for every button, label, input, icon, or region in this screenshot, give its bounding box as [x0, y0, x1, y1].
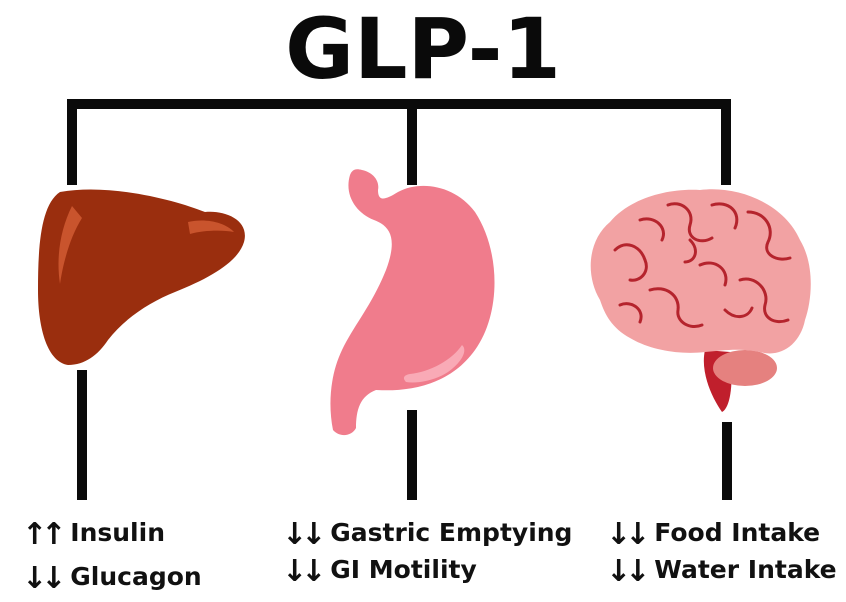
liver-effect-insulin: ↑↑ Insulin: [22, 518, 165, 550]
effect-label: Insulin: [70, 518, 165, 547]
decrease-arrows-icon: ↓↓: [282, 557, 320, 587]
decrease-arrows-icon: ↓↓: [22, 564, 60, 594]
effect-label: Food Intake: [654, 518, 820, 547]
effect-label: Gastric Emptying: [330, 518, 572, 547]
brain-effect-food-intake: ↓↓ Food Intake: [606, 518, 820, 550]
effect-label: GI Motility: [330, 555, 476, 584]
stomach-effect-gastric-emptying: ↓↓ Gastric Emptying: [282, 518, 572, 550]
decrease-arrows-icon: ↓↓: [606, 557, 644, 587]
brain-illustration: [591, 189, 811, 412]
stomach-effect-gi-motility: ↓↓ GI Motility: [282, 555, 477, 587]
liver-illustration: [38, 189, 245, 365]
stomach-illustration: [330, 169, 494, 435]
brain-effect-water-intake: ↓↓ Water Intake: [606, 555, 837, 587]
decrease-arrows-icon: ↓↓: [606, 520, 644, 550]
effect-label: Water Intake: [654, 555, 836, 584]
increase-arrows-icon: ↑↑: [22, 520, 60, 550]
decrease-arrows-icon: ↓↓: [282, 520, 320, 550]
effect-label: Glucagon: [70, 562, 201, 591]
liver-effect-glucagon: ↓↓ Glucagon: [22, 562, 202, 594]
